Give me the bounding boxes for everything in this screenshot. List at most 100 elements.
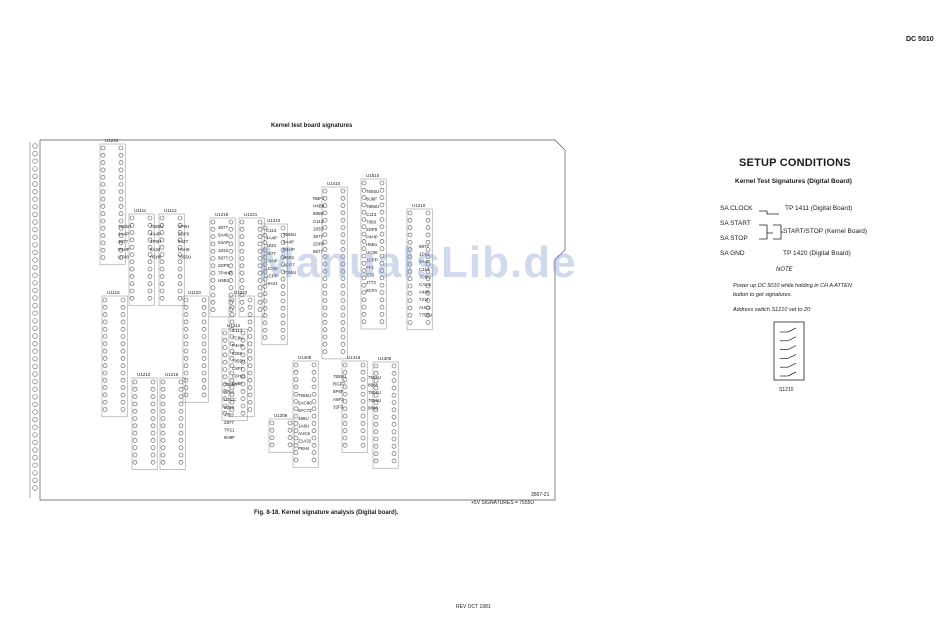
note-line-2: button to get signatures. <box>733 292 793 298</box>
ic-label: U1216 <box>165 372 179 377</box>
signature-label: C113 <box>266 228 277 233</box>
board-outline <box>39 139 566 501</box>
signature-label: C113 <box>366 212 377 217</box>
signature-label: 7859 <box>366 219 377 224</box>
signature-label: H5B1 <box>283 255 295 260</box>
signature-label: ACP7 <box>283 262 295 267</box>
ic-label: U1412 <box>227 323 241 328</box>
ic-label: U1221 <box>244 212 258 217</box>
signature-label: C113 <box>232 328 243 333</box>
signature-label: H5H8 <box>178 247 190 252</box>
edge-pin <box>32 485 38 491</box>
target-start-stop: START/STOP (Kernel Board) <box>783 228 868 235</box>
edge-pin <box>32 447 38 453</box>
edge-pin <box>32 379 38 385</box>
ic-package: U1111 <box>128 208 155 306</box>
signature-label: C8F7 <box>232 366 244 371</box>
edge-pin <box>32 249 38 255</box>
signature-label: H5B1 <box>366 242 378 247</box>
signature-label: 1A8U <box>298 423 309 428</box>
signature-label: 1833 <box>313 226 324 231</box>
ic-label: U1322 <box>234 290 248 295</box>
edge-pin <box>32 143 38 149</box>
signature-label: 1833 <box>266 243 277 248</box>
conn-sa-gnd: SA GND <box>720 250 745 257</box>
signature-label: P4HP <box>118 247 130 252</box>
signature-label: 4A4P <box>266 236 277 241</box>
ic-label: U1220 <box>105 138 119 143</box>
signature-label: 7555U <box>298 393 311 398</box>
signature-label: 7555U <box>333 374 346 379</box>
figure-title: Kernel test board signatures <box>271 123 353 129</box>
switch-s1210-diagram <box>773 321 805 381</box>
edge-pin <box>32 424 38 430</box>
signature-label: CAC5 <box>419 282 432 287</box>
setup-title: SETUP CONDITIONS <box>739 157 851 169</box>
switch-label: S1210 <box>779 387 794 393</box>
signature-label: 8888 <box>368 383 379 388</box>
ic-package: U1305 <box>372 356 399 469</box>
signature-label: A8F3 <box>333 397 344 402</box>
signature-label: 7755U <box>283 270 296 275</box>
edge-pin <box>32 287 38 294</box>
edge-pin <box>32 318 38 324</box>
signature-label: 8794 <box>224 390 235 395</box>
ic-label: U1305 <box>378 356 392 361</box>
ic-package: U1116 <box>101 290 128 418</box>
ic-label: U1310 <box>267 218 281 223</box>
ic-label: U1111 <box>134 208 147 213</box>
signature-label: 2DP0 <box>313 242 325 247</box>
edge-pin <box>32 211 38 217</box>
ic-label: U1210 <box>412 203 426 208</box>
edge-pin <box>32 173 38 179</box>
signature-label: H5B1 <box>218 278 230 283</box>
signature-label: 7P4HP <box>218 271 232 276</box>
signature-label: P4HP <box>366 235 378 240</box>
ic-label: U1120 <box>188 290 201 295</box>
signature-label: 8877 <box>313 249 324 254</box>
signature-label: HH24 <box>266 281 278 286</box>
ic-label: U1112 <box>164 208 177 213</box>
signature-label: 7P21 <box>224 428 235 433</box>
ic-package: U1308 <box>268 413 295 453</box>
ic-label: U1405 <box>298 355 312 360</box>
signature-label: U748 <box>118 254 129 259</box>
edge-pin <box>32 363 38 370</box>
signature-label: 8CFA <box>366 288 377 293</box>
edge-pin <box>32 181 38 187</box>
signature-label: 7555U <box>118 224 131 229</box>
signature-label: RGF7 <box>333 382 345 387</box>
ic-package: U1220 <box>99 138 126 266</box>
edge-pin <box>32 432 38 438</box>
signature-label: 2DP0 <box>178 232 190 237</box>
ic-package: U1218 <box>209 212 236 318</box>
edge-pin <box>32 204 38 210</box>
signature-label: 2DP0 <box>218 263 230 268</box>
signature-label: RBF1 <box>313 196 325 201</box>
signature-label: 7755U <box>419 312 432 317</box>
ic-package: U1112 <box>158 208 185 306</box>
legend-text: +5V SIGNATURES = 7555U <box>471 500 534 506</box>
signature-label: FF1 <box>366 265 374 270</box>
signature-label: 7855U <box>366 204 379 209</box>
signature-label: 1833 <box>218 248 229 253</box>
signature-label: 7211 <box>419 297 429 302</box>
ic-package: U1322 <box>228 290 255 418</box>
edge-pin <box>32 234 38 240</box>
signature-label: 4A4P <box>419 259 430 264</box>
signature-label: J773 <box>366 280 376 285</box>
edge-pin <box>32 242 38 248</box>
signature-label: A485 <box>419 290 430 295</box>
edge-pin <box>32 356 38 362</box>
signature-label: 8259 <box>224 405 235 410</box>
edge-pin <box>32 417 38 423</box>
edge-pin <box>32 333 38 339</box>
signature-label: 8259 <box>232 351 243 356</box>
signature-label: 5H8F <box>232 381 243 386</box>
edge-pin <box>32 310 38 316</box>
edge-pin <box>32 462 38 468</box>
figure-number: 3507-21 <box>531 492 550 498</box>
note-line-3: Address switch S1210 set to 20: <box>733 307 812 313</box>
edge-pin <box>32 303 38 309</box>
figure-caption: Fig. 8-18. Kernel signature analysis (Di… <box>254 510 399 516</box>
